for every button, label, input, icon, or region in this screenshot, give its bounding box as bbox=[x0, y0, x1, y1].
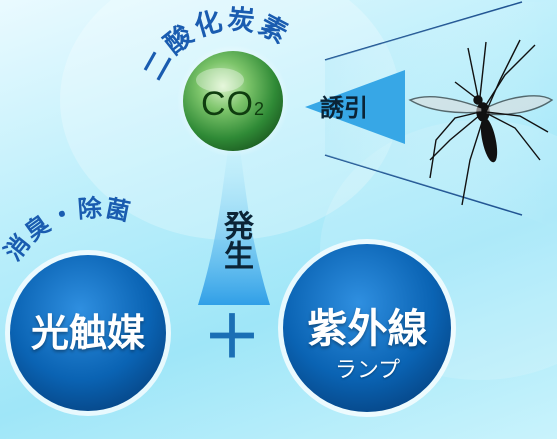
mosquito-icon bbox=[408, 39, 554, 206]
co2-arc-label: 二酸化炭素 bbox=[138, 4, 295, 85]
co2-main: CO bbox=[200, 85, 254, 123]
generate-label: 発生 bbox=[218, 210, 253, 270]
cone-line-top bbox=[324, 1, 523, 61]
induce-label: 誘引 bbox=[320, 94, 368, 122]
uv-subtitle: ランプ bbox=[334, 358, 401, 383]
photocatalyst-label: 光触媒 bbox=[30, 311, 145, 355]
uv-title: 紫外線 bbox=[307, 306, 428, 352]
co2-formula: CO2 bbox=[183, 85, 283, 124]
co2-subscript: 2 bbox=[253, 99, 265, 119]
plus-sign: ＋ bbox=[203, 303, 262, 371]
deodor-arc-label: 消臭・除菌 bbox=[0, 194, 134, 266]
cone-line-bottom bbox=[324, 154, 523, 216]
